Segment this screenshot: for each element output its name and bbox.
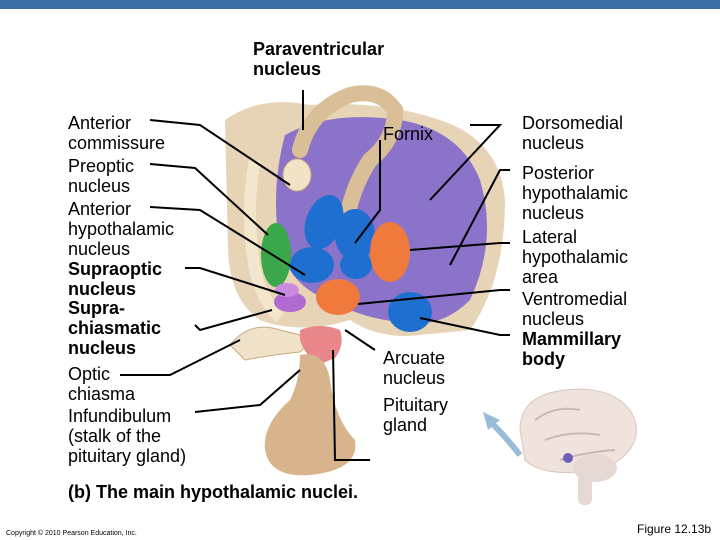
- figure-caption: (b) The main hypothalamic nuclei.: [68, 482, 359, 502]
- anterior-commissure-label: Anterior commissure: [68, 113, 166, 153]
- anterior-hypothalamic-label: Anterior hypothalamic nucleus: [68, 199, 175, 259]
- ventromedial-nucleus-shape: [340, 251, 372, 279]
- fornix-label: Fornix: [383, 124, 434, 144]
- figure-number: Figure 12.13b: [637, 522, 712, 536]
- pituitary-label: Pituitary gland: [383, 395, 449, 435]
- infundibulum-label: Infundibulum (stalk of the pituitary gla…: [68, 406, 187, 466]
- paraventricular-label: Paraventricular nucleus: [253, 39, 385, 79]
- anterior-hypothalamic-shape: [290, 247, 334, 283]
- dorsomedial-nucleus-shape: [335, 209, 375, 261]
- arcuate-label: Arcuate nucleus: [383, 348, 446, 388]
- optic-chiasma-label: Optic chiasma: [68, 364, 136, 404]
- top-accent-bar: [0, 0, 720, 9]
- ventromedial-label: Ventromedial nucleus: [522, 289, 628, 329]
- supraoptic-label: Supraoptic nucleus: [68, 259, 163, 299]
- optic-chiasma-shape: [229, 326, 306, 361]
- posterior-hypothalamic-label: Posterior hypothalamic nucleus: [522, 163, 629, 223]
- supraoptic-shape: [275, 283, 299, 297]
- pituitary-gland-shape: [264, 354, 356, 476]
- mammillary-label: Mammillary body: [522, 329, 622, 369]
- suprachiasmatic-shape: [274, 292, 306, 312]
- dorsomedial-label: Dorsomedial nucleus: [522, 113, 624, 153]
- leader-lines: [120, 90, 510, 461]
- ventricle-shape: [244, 158, 285, 323]
- brain-inset: [519, 388, 637, 505]
- fornix-arc: [292, 85, 404, 238]
- preoptic-label: Preoptic nucleus: [68, 156, 135, 196]
- mammillary-body-shape: [388, 292, 432, 332]
- anterior-commissure-shape: [282, 158, 312, 192]
- preoptic-nucleus-shape: [261, 223, 291, 287]
- arcuate-nucleus-shape: [316, 279, 360, 315]
- copyright-text: Copyright © 2010 Pearson Education, Inc.: [6, 530, 137, 537]
- suprachiasmatic-label: Supra- chiasmatic nucleus: [68, 298, 162, 358]
- posterior-hypothalamic-shape: [370, 222, 410, 282]
- paraventricular-nucleus-shape: [304, 194, 344, 250]
- lateral-hypothalamic-label: Lateral hypothalamic area: [522, 227, 629, 287]
